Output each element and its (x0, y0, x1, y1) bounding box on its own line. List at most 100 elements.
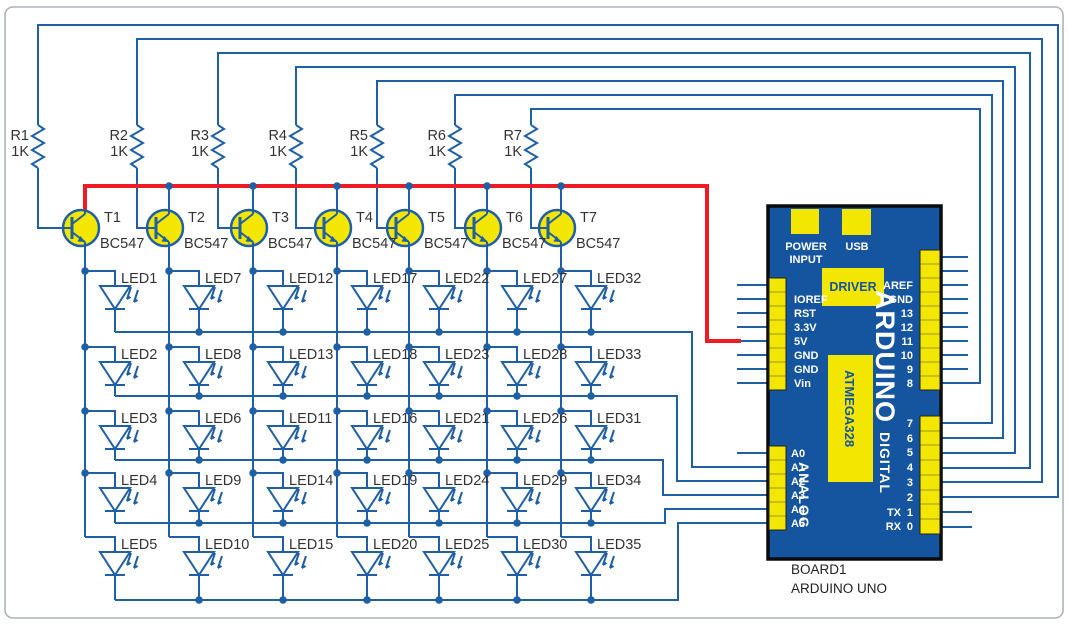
pin-label-a1: A1 (791, 462, 805, 474)
power-jack-label-line2: INPUT (790, 254, 823, 266)
wire-r2-to-pin3 (136, 38, 1043, 483)
led-label: LED2 (121, 347, 157, 363)
row5-bus-to-a5 (115, 522, 769, 601)
transistor-symbol (61, 208, 101, 248)
wire-r5-to-pin6 (376, 80, 1004, 439)
resistor-value-label: 1K (269, 144, 287, 160)
pin-label-9: 9 (907, 364, 913, 376)
led-label: LED3 (121, 411, 157, 427)
led-label: LED32 (597, 271, 641, 287)
resistor-ref-label: R2 (109, 128, 128, 144)
digital-top-separators (920, 263, 940, 377)
led-label: LED13 (289, 347, 333, 363)
led-label: LED15 (289, 537, 333, 553)
pin-label-7: 7 (907, 418, 913, 430)
resistor-ref-label: R5 (349, 128, 368, 144)
led-label: LED16 (373, 411, 417, 427)
led-label: LED31 (597, 411, 641, 427)
led-label: LED18 (373, 347, 417, 363)
led-label: LED1 (121, 271, 157, 287)
led-label: LED19 (373, 473, 417, 489)
row3-bus-to-a3 (115, 459, 769, 496)
mcu-label: ATMEGA328 (842, 370, 857, 447)
board-brand-label: ARDUINO (870, 290, 900, 423)
analog-section-label: ANALOG (796, 462, 812, 529)
transistor-symbol (463, 208, 503, 248)
transistor-ref-label: T5 (428, 210, 445, 226)
pin-label-ioref: IOREF (794, 294, 828, 306)
resistor-value-label: 1K (11, 144, 29, 160)
resistor-value-label: 1K (191, 144, 209, 160)
power-header-separators (769, 291, 786, 377)
transistor-symbol (313, 208, 353, 248)
pin-label-11: 11 (901, 336, 913, 348)
led-label: LED25 (445, 537, 489, 553)
pin-label-gnd2: GND (794, 364, 819, 376)
led-label: LED22 (445, 271, 489, 287)
led-label: LED11 (289, 411, 332, 427)
led-label: LED17 (373, 271, 417, 287)
resistor-value-label: 1K (428, 144, 446, 160)
wire-r4-to-pin5 (295, 66, 1016, 454)
pin-label-tx: TX (887, 507, 902, 519)
emitter-column-wires (84, 246, 562, 537)
resistor-value-label: 1K (350, 144, 368, 160)
resistor-ref-label: R6 (427, 128, 446, 144)
transistor-symbol (145, 208, 185, 248)
resistor-ref-label: R7 (503, 128, 522, 144)
resistor-ref-label: R4 (268, 128, 287, 144)
digital-section-label: DIGITAL (877, 432, 893, 494)
transistor-symbol (229, 208, 269, 248)
led-label: LED8 (205, 347, 241, 363)
pin-label-aref: AREF (883, 280, 913, 292)
digital-bottom-separators (920, 430, 940, 520)
led-label: LED7 (205, 271, 241, 287)
led-label: LED26 (523, 411, 567, 427)
pin-label-13: 13 (901, 308, 913, 320)
led-label: LED24 (445, 473, 489, 489)
pin-label-a5: A5 (791, 518, 805, 530)
led-stem-wires (114, 309, 592, 600)
pin-label-a2: A2 (791, 476, 805, 488)
serial-stubs (940, 511, 972, 528)
wire-r3-to-pin4 (217, 52, 1031, 469)
pin-label-4: 4 (907, 462, 914, 474)
led-label: LED9 (205, 473, 241, 489)
collector-stub-wires (168, 186, 562, 211)
transistor-part-label: BC547 (424, 236, 468, 252)
transistor-part-label: BC547 (184, 236, 228, 252)
wire-r1-to-pin2 (37, 24, 1059, 498)
pin-label-12: 12 (901, 322, 913, 334)
led-label: LED33 (597, 347, 641, 363)
pin-label-gnd1: GND (794, 350, 819, 362)
board-ref-label: BOARD1 (791, 562, 847, 577)
resistor-value-label: 1K (110, 144, 128, 160)
row4-bus-to-a4 (115, 508, 769, 524)
resistor-value-label: 1K (504, 144, 522, 160)
led-label: LED23 (445, 347, 489, 363)
row2-bus-to-a2 (115, 395, 769, 482)
led-label: LED4 (121, 473, 157, 489)
led-label: LED5 (121, 537, 157, 553)
pin-label-5: 5 (907, 447, 913, 459)
wire-r7-to-pin8 (530, 108, 981, 384)
pin-label-gnd: GND (889, 294, 914, 306)
led-label: LED35 (597, 537, 641, 553)
led-label: LED12 (289, 271, 333, 287)
digital-bus-wires (37, 24, 1059, 498)
led-label: LED27 (523, 271, 567, 287)
transistor-ref-label: T2 (188, 210, 205, 226)
resistor-ref-label: R3 (190, 128, 209, 144)
driver-chip (822, 268, 884, 306)
pin-label-rst: RST (794, 308, 816, 320)
row-bus-wires (115, 331, 769, 601)
board-name-label: ARDUINO UNO (791, 581, 887, 596)
pin-label-8: 8 (907, 378, 913, 390)
led-label: LED28 (523, 347, 567, 363)
digital-top-stubs (940, 256, 968, 370)
transistor-part-label: BC547 (576, 236, 620, 252)
driver-label: DRIVER (829, 280, 876, 294)
pin-label-a0: A0 (791, 448, 805, 460)
led-label: LED6 (205, 411, 241, 427)
